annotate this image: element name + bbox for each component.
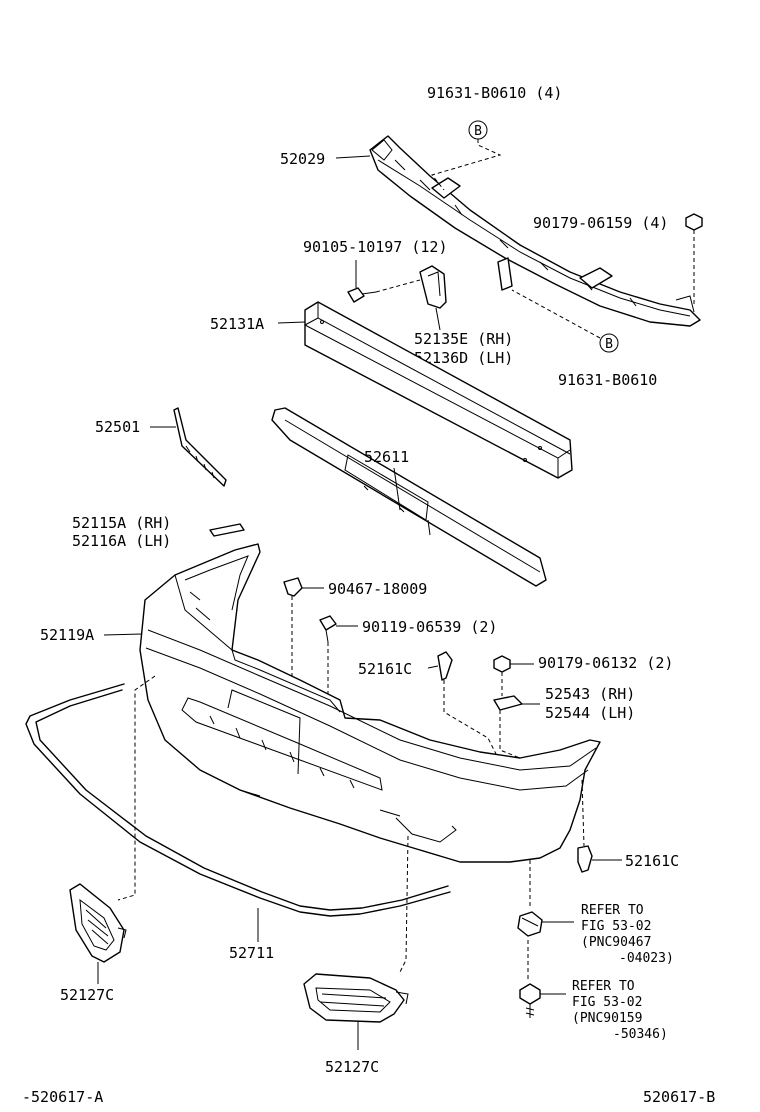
label-refer-2-line4: -50346): [613, 1027, 668, 1042]
label-91631-top: 91631-B0610 (4): [427, 84, 562, 102]
nut-90179-06132: [493, 655, 534, 696]
label-52543: 52543 (RH): [545, 685, 635, 703]
molding-52711: [25, 683, 451, 917]
label-refer-2-line3: (PNC90159: [572, 1011, 642, 1026]
screw-90159-50346: [519, 983, 566, 1018]
reinforcement-52131a: [304, 301, 573, 479]
label-52544: 52544 (LH): [545, 704, 635, 722]
reinforcement-bracket-52029: [369, 135, 701, 327]
label-52501: 52501: [95, 418, 140, 436]
label-52115a: 52115A (RH): [72, 514, 171, 532]
clip-90467-04023: [517, 911, 574, 937]
strip-52501: [173, 407, 227, 487]
bolt-90119-06539: [319, 615, 358, 700]
label-52161c-upper: 52161C: [358, 660, 412, 678]
clip-52161c-lower: [577, 779, 622, 873]
callout-b-top: B: [431, 120, 502, 191]
label-refer-1-line2: FIG 53-02: [581, 919, 651, 934]
dashed-leader-left-grille: [117, 675, 156, 901]
label-90179-06132: 90179-06132 (2): [538, 654, 673, 672]
callout-b-bottom: B: [511, 289, 619, 353]
label-refer-1-line3: (PNC90467: [581, 935, 651, 950]
label-52127c-right: 52127C: [325, 1058, 379, 1076]
label-refer-1-line4: -04023): [619, 951, 674, 966]
label-refer-1-line1: REFER TO: [581, 903, 644, 918]
label-52611: 52611: [364, 448, 409, 466]
svg-text:B: B: [605, 337, 613, 352]
label-52127c-left: 52127C: [60, 986, 114, 1004]
label-90179-06159: 90179-06159 (4): [533, 214, 668, 232]
label-52136d: 52136D (LH): [414, 349, 513, 367]
label-52131a: 52131A: [210, 315, 264, 333]
label-91631-bottom: 91631-B0610: [558, 371, 657, 389]
label-52116a: 52116A (LH): [72, 532, 171, 550]
label-90105-10197: 90105-10197 (12): [303, 238, 448, 256]
bumper-cover-52119a: [139, 543, 601, 863]
label-90467-18009: 90467-18009: [328, 580, 427, 598]
clip-52161c-upper: [437, 651, 499, 759]
nut-90179-06159: [685, 213, 703, 305]
bolt-90105-10197: [347, 260, 421, 303]
label-52711: 52711: [229, 944, 274, 962]
label-52135e: 52135E (RH): [414, 330, 513, 348]
absorber-52611: [271, 407, 547, 587]
label-refer-2-line2: FIG 53-02: [572, 995, 642, 1010]
clip-90467-18009: [283, 577, 324, 680]
label-90119-06539: 90119-06539 (2): [362, 618, 497, 636]
grille-52127c-left: [69, 883, 127, 984]
label-52119a: 52119A: [40, 626, 94, 644]
bracket-52135e: [419, 265, 447, 331]
footer-code-right: 520617-B: [643, 1088, 715, 1106]
label-52029: 52029: [280, 150, 325, 168]
grille-52127c-right: [303, 973, 409, 1050]
label-refer-2-line1: REFER TO: [572, 979, 635, 994]
footer-code-left: -520617-A: [22, 1088, 103, 1106]
clip-52115a: [209, 523, 245, 537]
svg-text:B: B: [474, 124, 482, 139]
label-52161c-lower: 52161C: [625, 852, 679, 870]
bracket-52543: [493, 695, 540, 759]
